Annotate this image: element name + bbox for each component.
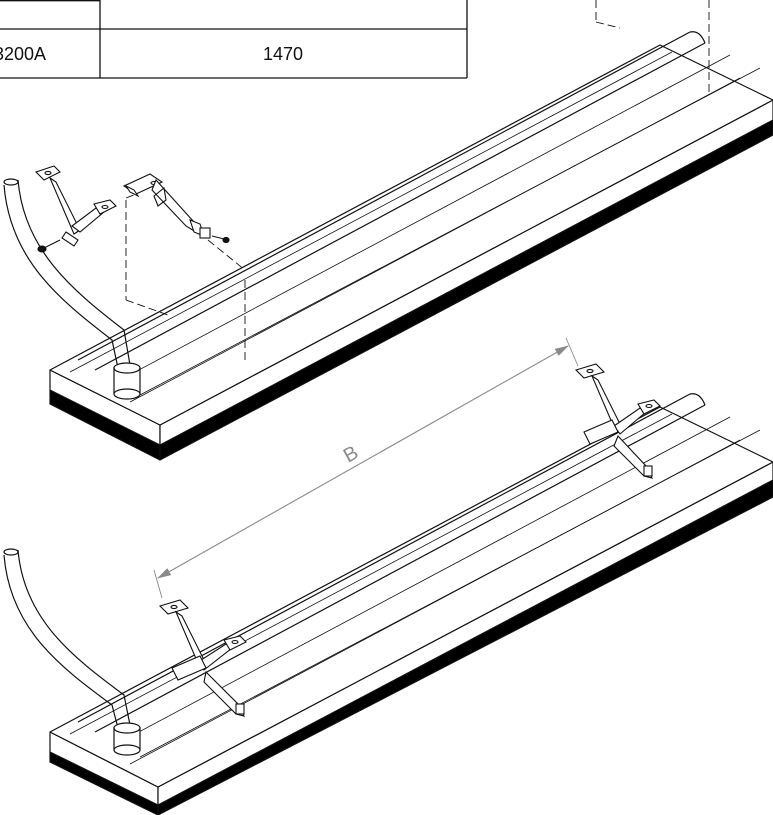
table-cell-length: 1470 bbox=[263, 44, 303, 64]
alignment-lines-upper bbox=[125, 0, 710, 362]
screw-left bbox=[37, 239, 61, 253]
spec-table bbox=[0, 0, 468, 79]
mounting-bracket-installed-left bbox=[158, 599, 247, 717]
power-cable-lower bbox=[3, 548, 131, 729]
dimension-arrow bbox=[157, 345, 569, 579]
panel-top-face-upper bbox=[49, 44, 773, 426]
table-cell-model: 3200A bbox=[0, 44, 46, 64]
cable-gland-upper bbox=[113, 362, 141, 400]
dimension-label: B bbox=[340, 442, 362, 468]
heater-panel-upper bbox=[49, 31, 773, 461]
extension-line-left bbox=[153, 569, 163, 599]
heater-panel-lower bbox=[49, 393, 773, 815]
screw-right bbox=[199, 227, 230, 244]
panel-top-face-lower bbox=[49, 406, 773, 788]
extension-line-right bbox=[565, 337, 579, 367]
mounting-bracket-exploded-right bbox=[122, 173, 205, 237]
mounting-bracket-installed-right bbox=[574, 363, 661, 479]
mounting-bracket-exploded-left bbox=[34, 165, 117, 247]
power-cable-upper bbox=[3, 178, 131, 369]
cable-gland-lower bbox=[113, 722, 141, 756]
